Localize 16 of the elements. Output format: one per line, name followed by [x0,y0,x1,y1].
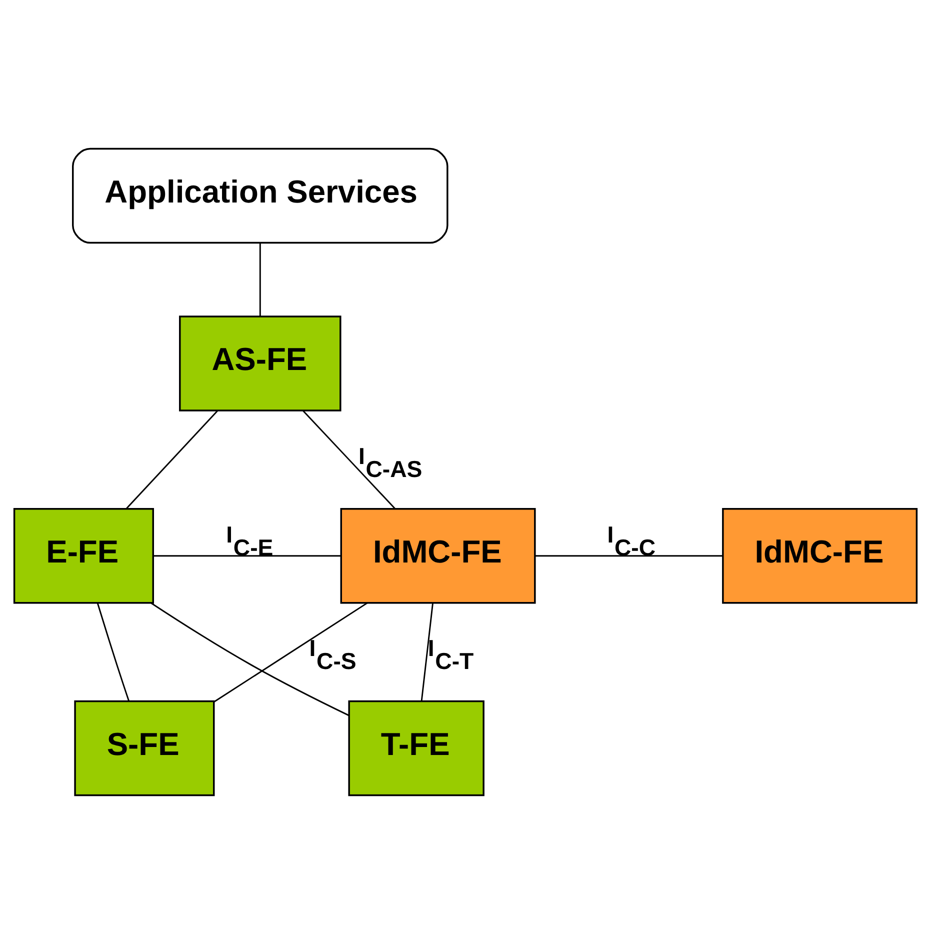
connector [153,555,342,557]
connector [150,602,350,716]
connector [214,602,368,702]
connector [259,243,261,316]
connector [126,410,218,509]
node-box: AS-FE [179,316,342,412]
node-box: IdMC-FE [340,508,536,604]
connector [420,603,434,701]
node-box: IdMC-FE [722,508,918,604]
node-box: S-FE [74,700,215,796]
connector [302,410,396,509]
connector [96,602,130,702]
node-box: T-FE [348,700,484,796]
node-box: E-FE [13,508,154,604]
node-box: Application Services [72,148,448,244]
connector [535,555,723,557]
